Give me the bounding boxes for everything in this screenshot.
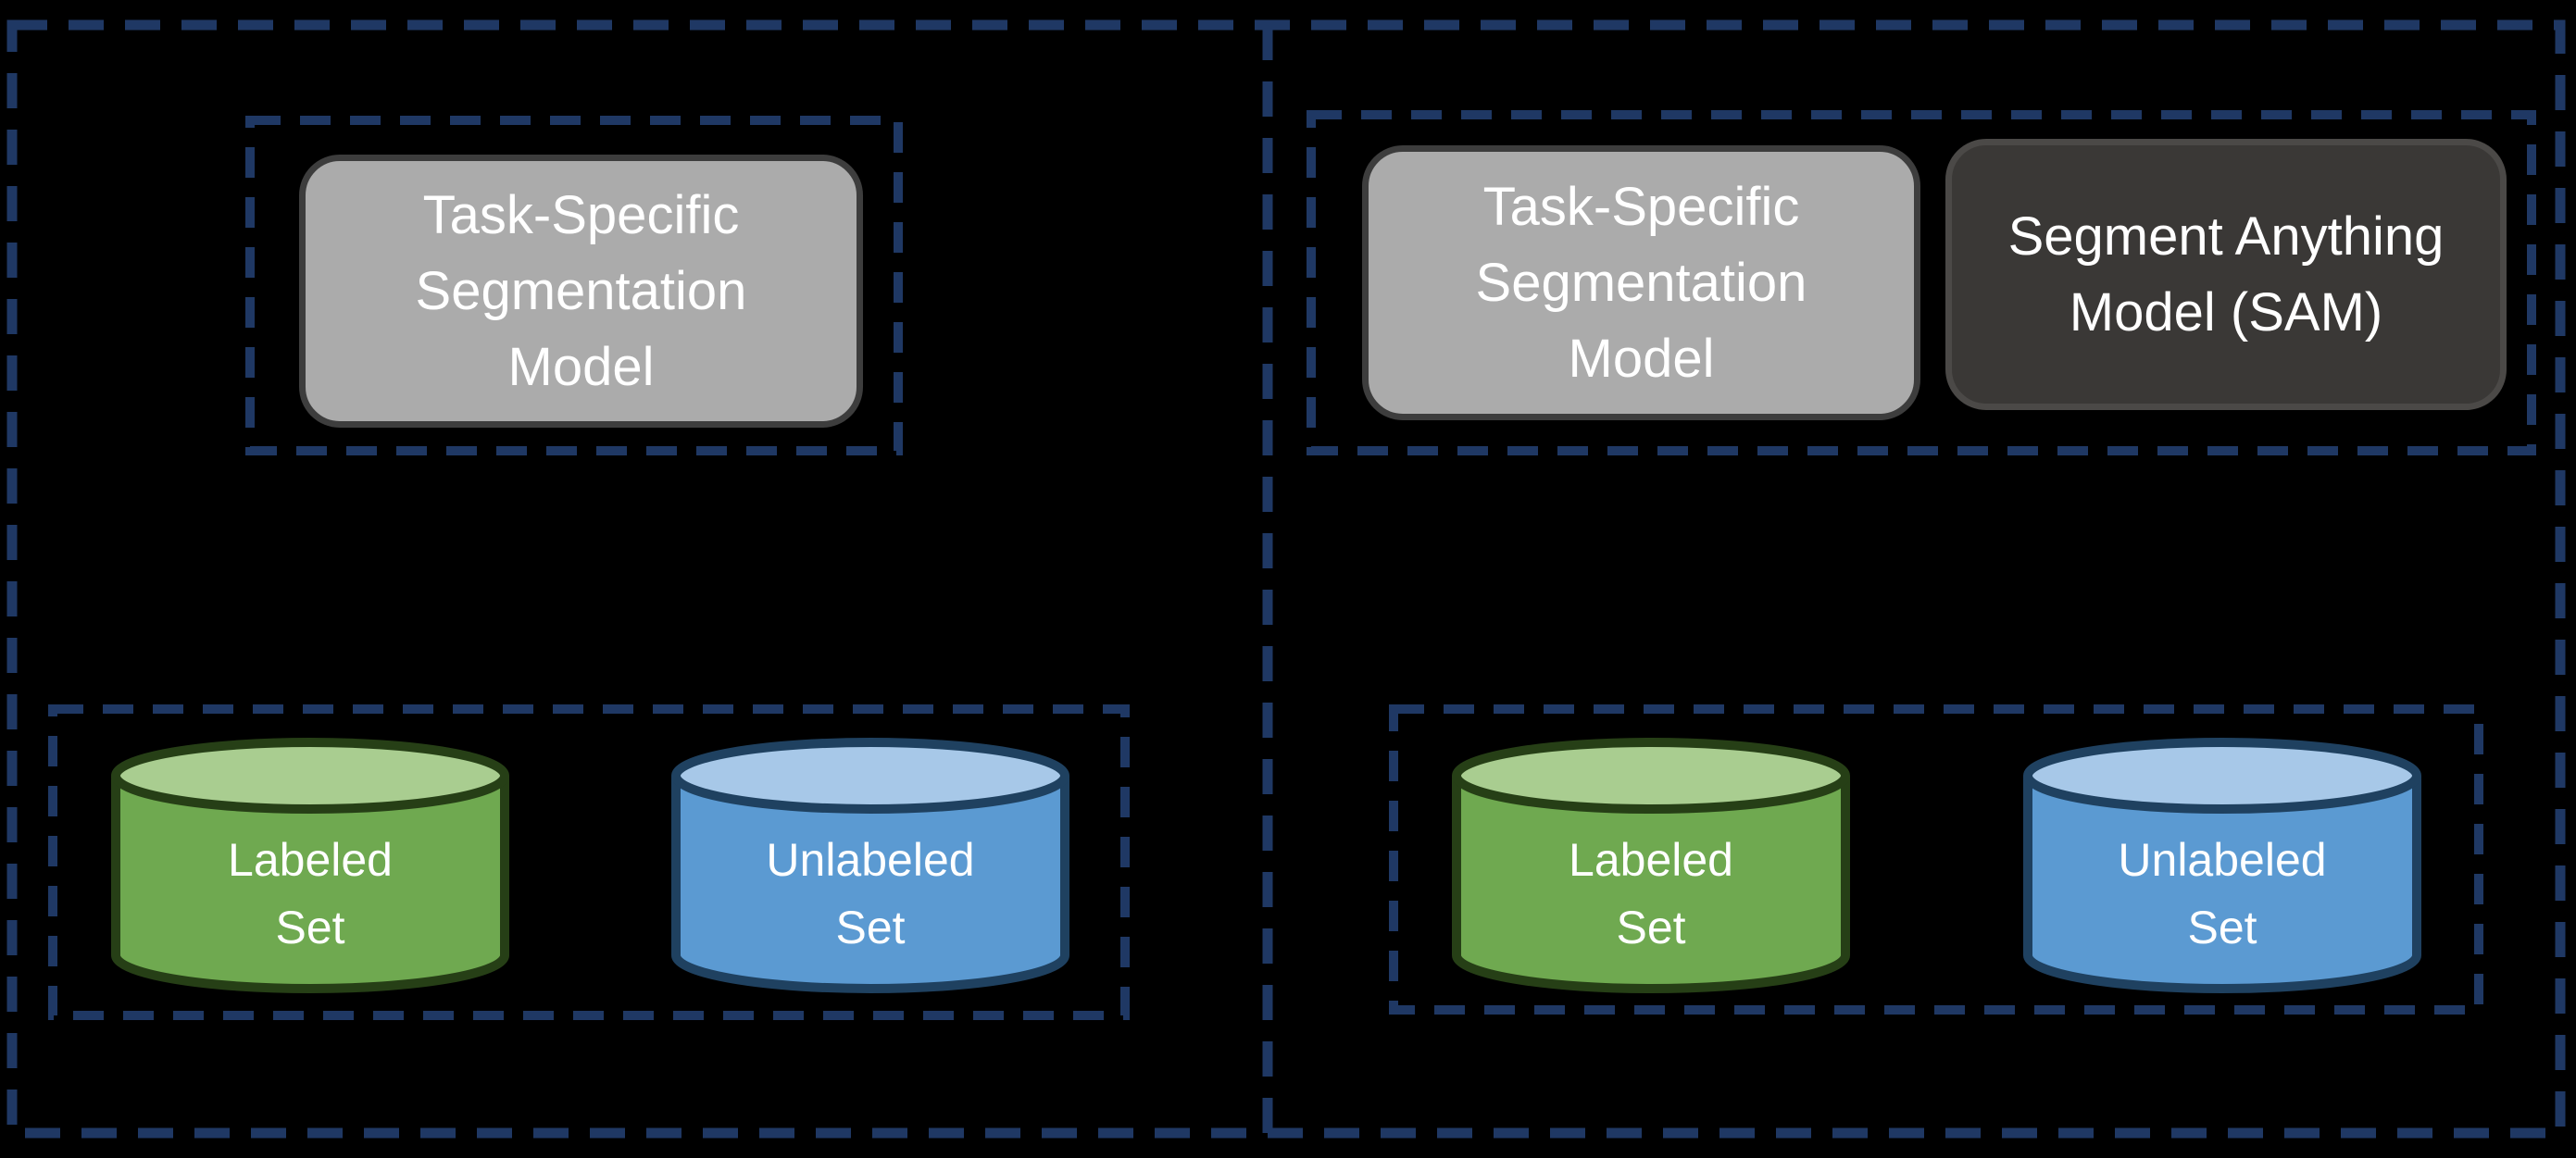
outer-dashed-border — [6, 19, 2566, 1139]
database-cylinder-shape — [2023, 738, 2421, 993]
cylinder-body — [671, 776, 1069, 993]
left-unlabeled-set-line1: Unlabeled — [766, 833, 975, 886]
right-task-model-line2: Segmentation — [1475, 252, 1807, 313]
left-task-model-line1: Task-Specific — [422, 184, 740, 245]
right-sam-line1: Segment Anything — [2007, 205, 2445, 267]
left-unlabeled-set-line2: Set — [835, 901, 906, 953]
cylinder-top-ellipse — [2023, 738, 2421, 814]
right-datasets-dashed-box — [1389, 704, 2483, 1015]
left-model-dashed-box — [245, 116, 903, 455]
left-labeled-set-label: Labeled Set — [106, 800, 514, 988]
left-labeled-set-line2: Set — [275, 901, 345, 953]
left-datasets-dashed-box — [48, 704, 1130, 1020]
right-unlabeled-set-line2: Set — [2187, 901, 2257, 953]
database-cylinder-shape — [671, 738, 1069, 993]
left-unlabeled-set-cylinder: Unlabeled Set — [667, 733, 1074, 997]
right-labeled-set-cylinder: Labeled Set — [1447, 733, 1855, 997]
left-unlabeled-set-label: Unlabeled Set — [667, 800, 1074, 988]
right-unlabeled-set-cylinder: Unlabeled Set — [2019, 733, 2426, 997]
left-task-model-box: Task-Specific Segmentation Model — [299, 155, 863, 428]
cylinder-body — [111, 776, 509, 993]
right-task-model-line1: Task-Specific — [1482, 176, 1800, 237]
cylinder-top-ellipse — [671, 738, 1069, 814]
right-labeled-set-line1: Labeled — [1569, 833, 1733, 886]
cylinder-top-ellipse — [111, 738, 509, 814]
right-unlabeled-set-label: Unlabeled Set — [2019, 800, 2426, 988]
right-sam-box: Segment Anything Model (SAM) — [1945, 139, 2507, 410]
cylinder-body — [2023, 776, 2421, 993]
left-task-model-line3: Model — [507, 336, 655, 397]
right-models-dashed-box — [1307, 110, 2536, 455]
cylinder-body — [1452, 776, 1850, 993]
right-labeled-set-line2: Set — [1616, 901, 1686, 953]
left-task-model-line2: Segmentation — [415, 260, 747, 321]
right-task-model-box: Task-Specific Segmentation Model — [1362, 145, 1920, 420]
left-labeled-set-cylinder: Labeled Set — [106, 733, 514, 997]
right-task-model-line3: Model — [1568, 328, 1715, 389]
database-cylinder-shape — [1452, 738, 1850, 993]
database-cylinder-shape — [111, 738, 509, 993]
left-labeled-set-line1: Labeled — [228, 833, 393, 886]
cylinder-top-ellipse — [1452, 738, 1850, 814]
right-unlabeled-set-line1: Unlabeled — [2118, 833, 2327, 886]
right-sam-line2: Model (SAM) — [2069, 281, 2383, 342]
right-labeled-set-label: Labeled Set — [1447, 800, 1855, 988]
